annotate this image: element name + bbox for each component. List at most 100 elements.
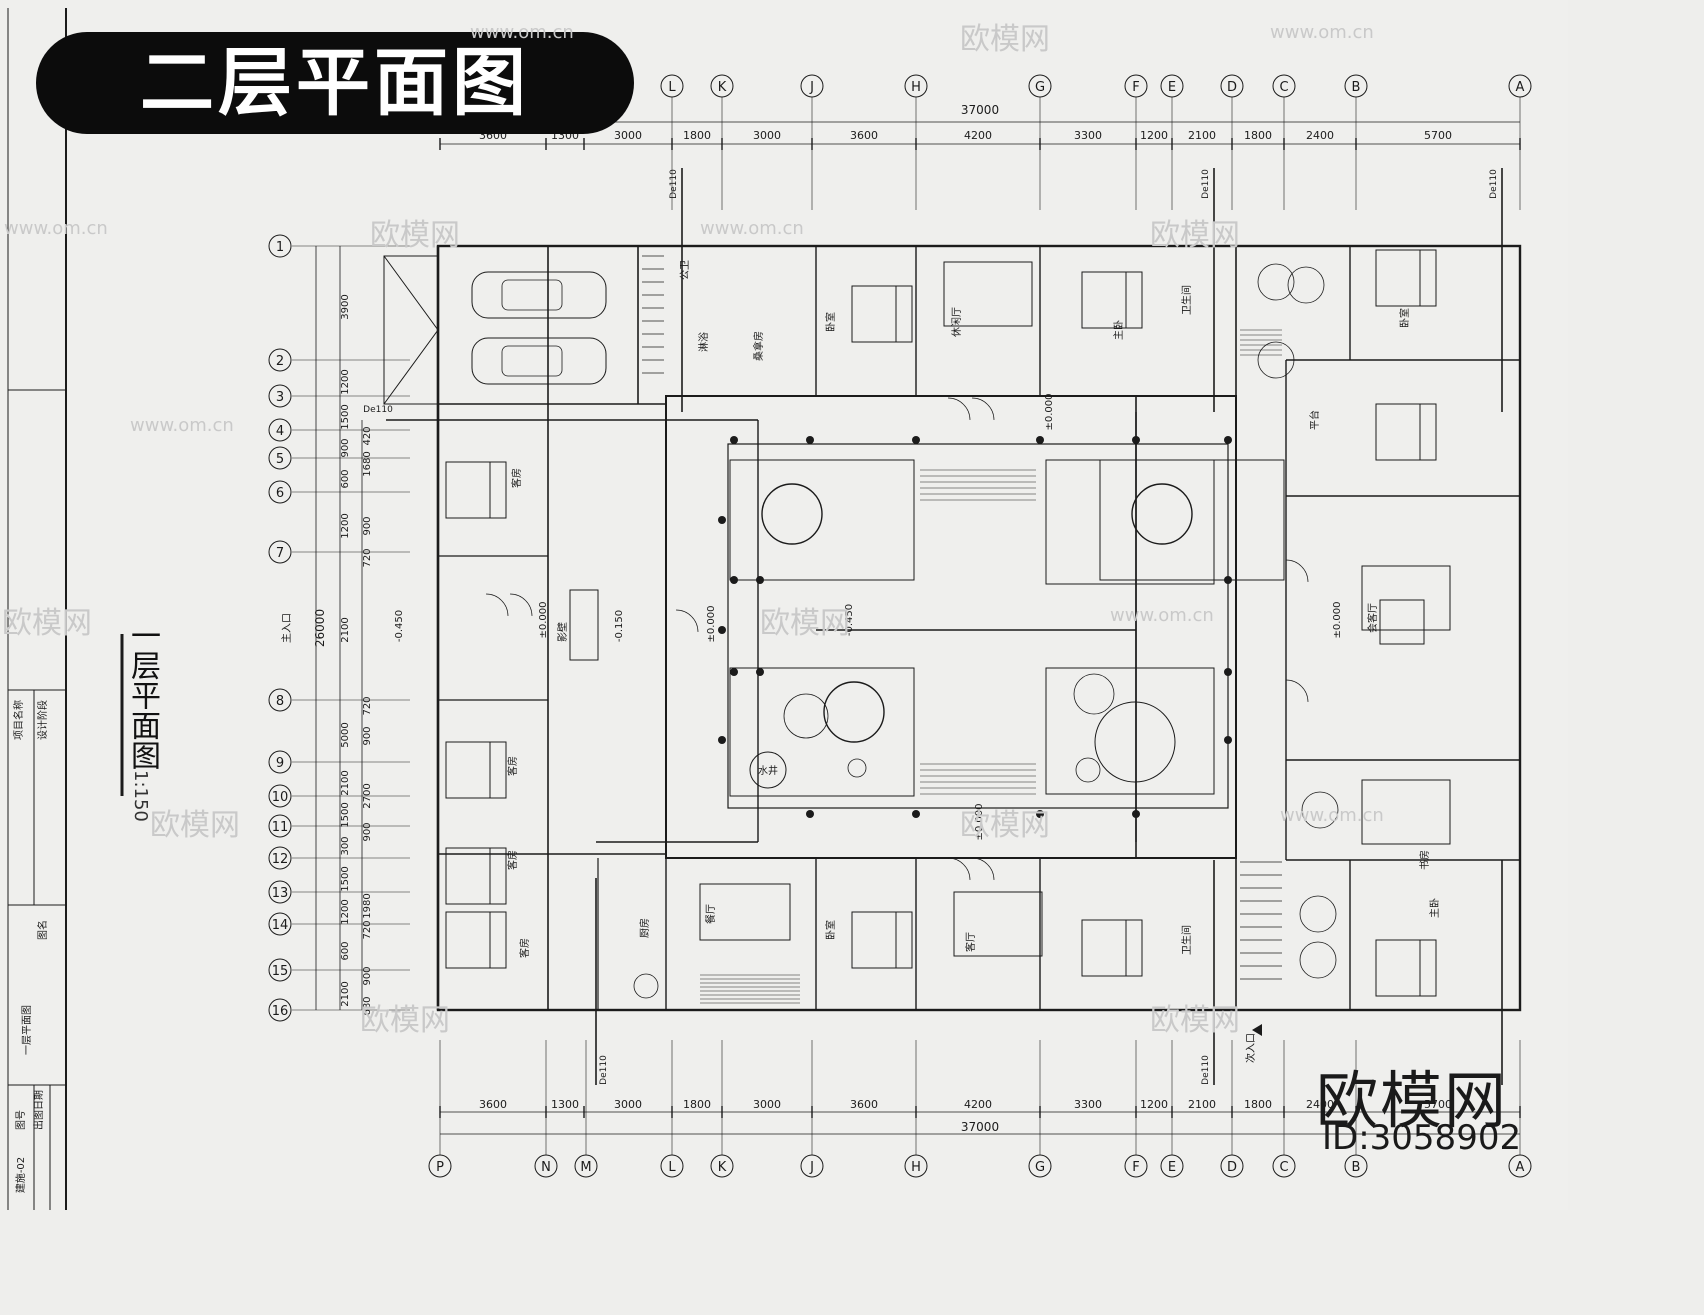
- shrub-symbol: [783, 693, 829, 739]
- pipe-label: De110: [669, 169, 679, 199]
- axis-label: D: [1227, 1160, 1237, 1175]
- dimension-text: 1200: [340, 513, 351, 538]
- car-windshield: [501, 279, 563, 311]
- level-mark: -0.450: [394, 610, 405, 642]
- axis-label: J: [809, 80, 814, 95]
- dimension-text: 1800: [1244, 129, 1272, 142]
- room-label: 卧室: [824, 920, 837, 940]
- column-dot: [1224, 576, 1232, 584]
- room-label: 书房: [1418, 850, 1431, 870]
- drawing-title: 二层平面图: [140, 40, 530, 126]
- column-dot: [718, 626, 726, 634]
- dimension-text: 900: [362, 516, 373, 535]
- door-swing: [971, 397, 995, 421]
- watermark-site: www.om.cn: [470, 22, 574, 43]
- axis-label: L: [668, 80, 676, 95]
- dimension-text: 4200: [964, 129, 992, 142]
- axis-label: K: [718, 1160, 727, 1175]
- bed-symbol: [445, 741, 507, 799]
- gate-canopy: [383, 255, 439, 405]
- dimension-text: 900: [362, 822, 373, 841]
- watermark-brand-large: 欧模网: [1316, 1064, 1509, 1137]
- room-label: 主卧: [1112, 320, 1125, 340]
- door-swing: [1285, 679, 1309, 703]
- car-outline: [471, 271, 607, 319]
- watermark-brand: 欧模网: [2, 606, 92, 641]
- bed-symbol: [1081, 919, 1143, 977]
- title-block-label: 图名: [36, 920, 49, 940]
- level-mark: ±0.000: [706, 605, 717, 642]
- bed-symbol: [1375, 939, 1437, 997]
- dimension-text: 1200: [340, 899, 351, 924]
- room-label: 会客厅: [1366, 603, 1379, 633]
- screen-wall: [569, 589, 599, 661]
- axis-label: J: [809, 1160, 814, 1175]
- room-label: 餐厅: [704, 904, 717, 924]
- dimension-text: 4200: [964, 1098, 992, 1111]
- watermark-brand: 欧模网: [360, 1003, 450, 1038]
- dimension-text: 900: [362, 966, 373, 985]
- level-mark: ±0.000: [1044, 393, 1055, 430]
- axis-label: D: [1227, 80, 1237, 95]
- dimension-text: 2100: [340, 617, 351, 642]
- axis-label: 16: [272, 1004, 289, 1019]
- dimension-text: 1200: [340, 369, 351, 394]
- dimension-text: 600: [340, 941, 351, 960]
- watermark-brand: 欧模网: [960, 808, 1050, 843]
- sink-symbol: [633, 973, 659, 999]
- axis-label: 15: [272, 964, 289, 979]
- dimension-text: 1680: [362, 451, 373, 476]
- dimension-text: 3000: [753, 129, 781, 142]
- watermark-id: ID:3058902: [1322, 1118, 1522, 1158]
- overall-dimension: 26000: [313, 609, 327, 647]
- sofa-set: [943, 261, 1033, 327]
- watermark-brand: 欧模网: [960, 22, 1050, 57]
- column-dot: [806, 436, 814, 444]
- axis-label: A: [1516, 1160, 1525, 1175]
- bed-symbol: [851, 285, 913, 343]
- door-swing: [971, 857, 995, 881]
- axis-label: F: [1132, 80, 1139, 95]
- room-label: 卫生间: [1180, 925, 1193, 955]
- pipe-label: De110: [363, 405, 393, 415]
- dining-table: [699, 883, 791, 941]
- axis-label: 11: [272, 820, 289, 835]
- dimension-text: 3600: [850, 129, 878, 142]
- car-windshield: [501, 345, 563, 377]
- axis-label: L: [668, 1160, 676, 1175]
- axis-bubble: [268, 540, 292, 564]
- title-block-label: 图号: [15, 1110, 27, 1130]
- axis-label: 9: [276, 756, 284, 771]
- dimension-text: 2100: [1188, 129, 1216, 142]
- column-dot: [1224, 668, 1232, 676]
- axis-label: E: [1168, 1160, 1176, 1175]
- coffee-table: [1379, 599, 1425, 645]
- axis-label: N: [541, 1160, 551, 1175]
- axis-label: M: [580, 1160, 591, 1175]
- axis-label: E: [1168, 80, 1176, 95]
- planter-symbol: [1257, 263, 1295, 301]
- tree-symbol: [1131, 483, 1193, 545]
- column-dot: [730, 668, 738, 676]
- level-mark: ±0.000: [974, 803, 985, 840]
- side-scale: 1:150: [130, 770, 151, 822]
- room-label: 公卫: [680, 260, 691, 280]
- axis-label: B: [1352, 80, 1361, 95]
- axis-label: 5: [276, 452, 284, 467]
- courtyard-planter: [729, 667, 915, 797]
- title-block-label: 出图日期: [32, 1090, 45, 1130]
- dimension-text: 2100: [340, 981, 351, 1006]
- dimension-text: 1300: [551, 1098, 579, 1111]
- watermark-brand: 欧模网: [760, 606, 850, 641]
- column-dot: [806, 810, 814, 818]
- dimension-text: 300: [340, 836, 351, 855]
- watermark-site: www.om.cn: [130, 415, 234, 436]
- axis-label: A: [1516, 80, 1525, 95]
- title-block-label: 项目名称: [12, 700, 25, 740]
- column-dot: [756, 668, 764, 676]
- dimension-text: 3600: [479, 1098, 507, 1111]
- axis-bubble: [268, 998, 292, 1022]
- side-title: 一层平面图: [125, 620, 160, 770]
- dimension-text: 1980: [362, 893, 373, 918]
- level-mark: ±0.000: [1332, 601, 1343, 638]
